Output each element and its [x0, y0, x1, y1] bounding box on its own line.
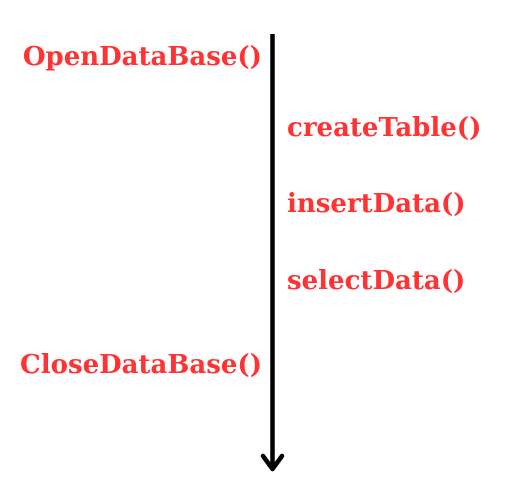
- close-database-label: CloseDataBase(): [20, 350, 262, 380]
- open-database-label: OpenDataBase(): [22, 42, 262, 72]
- create-table-label: createTable(): [287, 113, 482, 143]
- insert-data-label: insertData(): [287, 189, 466, 219]
- select-data-label: selectData(): [287, 266, 466, 296]
- timeline-arrow-head: [260, 453, 285, 472]
